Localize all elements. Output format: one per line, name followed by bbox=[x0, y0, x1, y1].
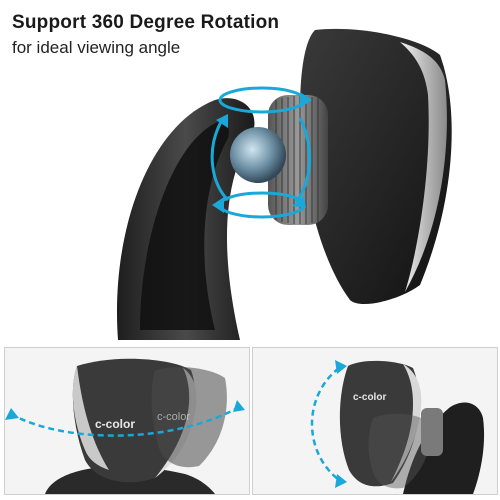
ball-joint bbox=[230, 127, 286, 183]
brand-logo-right: c-color bbox=[353, 392, 386, 403]
knurled-nut bbox=[268, 95, 328, 225]
detail-panel-left: c-color c-color bbox=[4, 347, 250, 495]
right-view-image: c-color bbox=[310, 360, 485, 494]
shield-plate bbox=[300, 28, 452, 305]
rotation-arrowheads bbox=[212, 92, 312, 213]
brand-logo-rear: c-color bbox=[157, 411, 190, 423]
mount-arm bbox=[117, 98, 255, 340]
detail-panel-right: c-color bbox=[252, 347, 498, 495]
left-view-image: c-color c-color bbox=[5, 358, 245, 494]
subline: for ideal viewing angle bbox=[12, 38, 181, 57]
hero-product-image bbox=[117, 28, 452, 340]
brand-logo-front: c-color bbox=[95, 417, 135, 431]
headline: Support 360 Degree Rotation bbox=[12, 12, 280, 33]
